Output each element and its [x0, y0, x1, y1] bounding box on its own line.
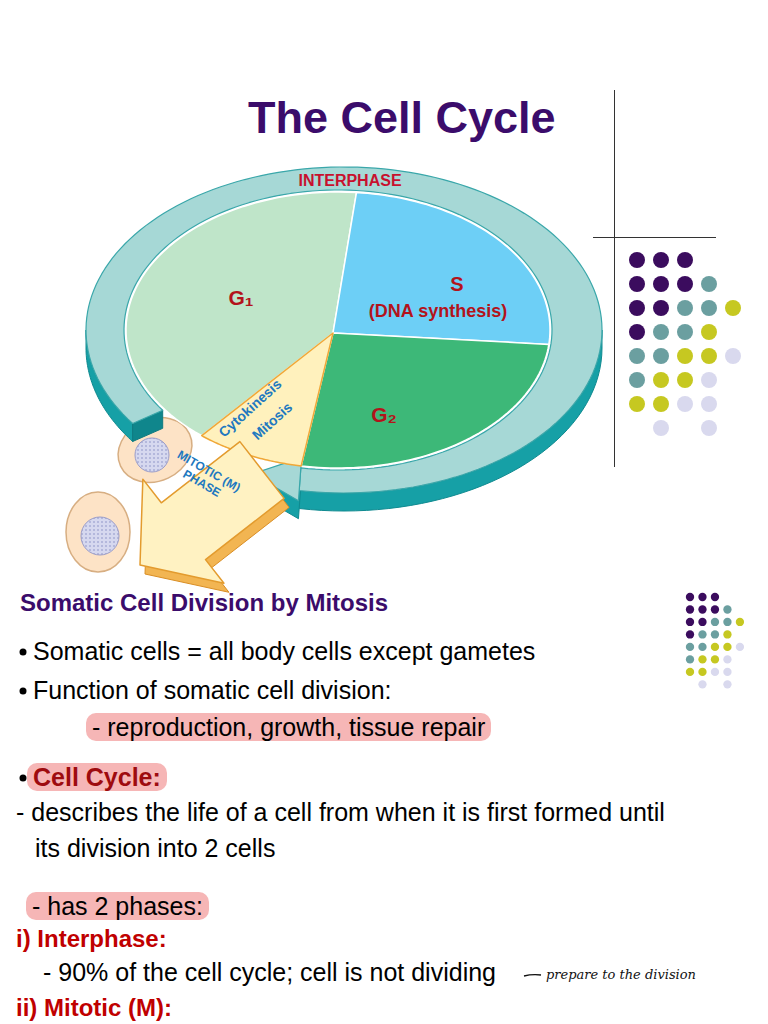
bullet-text: Somatic cells = all body cells except ga… [33, 636, 535, 666]
divider-line [614, 90, 615, 467]
mitosis-wedge-outline [80, 150, 640, 520]
cell-nucleus [81, 517, 119, 555]
mitosis-wedge: CytokinesisMitosis [80, 150, 640, 520]
sub-point: - reproduction, growth, tissue repair [86, 713, 491, 741]
bullet-dot [20, 688, 27, 695]
bullet-text: Function of somatic cell division: [33, 675, 391, 705]
phase-label: S [450, 273, 463, 296]
definition-text: - describes the life of a cell from when… [35, 794, 675, 866]
bullet-term: Cell Cycle: [27, 763, 167, 791]
sector-shape [202, 333, 333, 466]
dot-grid [629, 252, 741, 436]
phase-heading: ii) Mitotic (M): [16, 994, 172, 1022]
mitotic-arrow: MITOTIC (M) PHASE [110, 400, 340, 600]
phase-label: G₂ [371, 403, 397, 427]
phase-label: (DNA synthesis) [369, 301, 507, 322]
interphase-ring: INTERPHASE G₁ S (DNA synthesis) G₂Cytokinesi… [80, 150, 640, 520]
ring-band [86, 167, 602, 493]
cell-body [66, 492, 130, 572]
dot-grid [686, 593, 744, 689]
section-heading: Somatic Cell Division by Mitosis [20, 590, 388, 616]
phase-label: G₁ [228, 286, 253, 310]
phase-sector-outline [80, 150, 640, 520]
cell-nucleus [135, 438, 169, 472]
phase-sector: G₂ [80, 150, 640, 520]
sector-shape [301, 333, 549, 468]
bullet-dot [20, 649, 27, 656]
slide-title: The Cell Cycle [248, 90, 556, 146]
handwritten-note: prepare to the division [546, 964, 696, 986]
handwritten-dash [524, 975, 541, 976]
mitotic-arrow-outline [110, 400, 340, 600]
sector-shape [333, 193, 550, 345]
phase-label: INTERPHASE [298, 172, 401, 190]
sub-point: - has 2 phases: [26, 892, 209, 920]
phase-heading: i) Interphase: [16, 924, 167, 954]
bullet-dot [20, 775, 27, 782]
divider-line [593, 237, 716, 238]
arrow-face [140, 442, 284, 584]
sub-point: - 90% of the cell cycle; cell is not div… [43, 957, 496, 987]
